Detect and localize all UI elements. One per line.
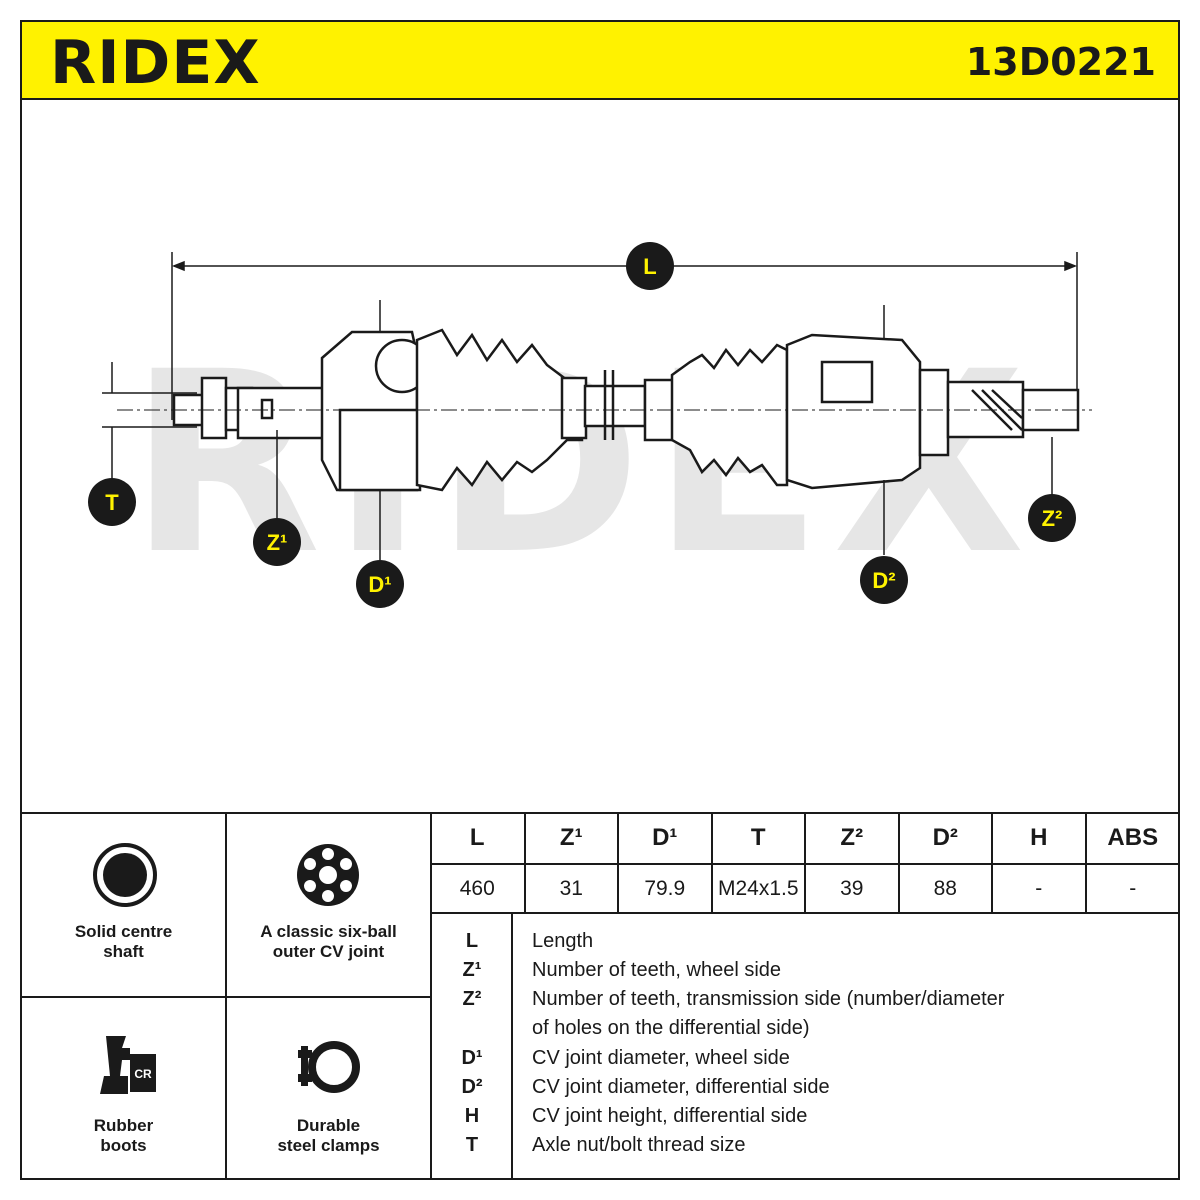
- driveshaft-diagram: RIDEX: [88, 242, 1092, 609]
- length-dimension: [171, 252, 1078, 420]
- legend-key: L: [465, 930, 479, 952]
- legend-text: CV joint diameter, wheel side: [532, 1047, 790, 1069]
- legend-text: of holes on the differential side): [532, 1017, 810, 1039]
- svg-text:D²: D²: [872, 568, 895, 593]
- table-bottom-divider: [431, 912, 1180, 914]
- spec-value-cell: -: [991, 864, 1086, 913]
- callout-D1: D¹: [356, 560, 404, 608]
- spec-value-cell: 88: [897, 864, 992, 913]
- spec-value-cell: 460: [459, 877, 495, 900]
- spec-header-cell: D¹: [617, 813, 712, 865]
- spec-header-cell: D²: [897, 813, 992, 865]
- spec-value-cell: M24x1.5: [710, 864, 805, 913]
- solid-shaft-icon: [93, 843, 157, 907]
- legend-key: Z¹: [462, 959, 482, 981]
- callout-T: T: [88, 478, 136, 526]
- legend-key: Z²: [462, 988, 482, 1010]
- spec-header-cell: ABS: [1084, 813, 1179, 865]
- svg-text:CR: CR: [134, 1067, 152, 1081]
- svg-text:Z¹: Z¹: [267, 530, 288, 555]
- spec-header-cell: L: [431, 813, 525, 865]
- legend-key: H: [464, 1105, 480, 1127]
- spec-header-cell: T: [710, 813, 805, 865]
- spec-value-cell: 39: [804, 864, 899, 913]
- callout-L: L: [626, 242, 674, 290]
- spec-value-cell: 79.9: [617, 864, 712, 913]
- header-bar: RIDEX 13D0221: [20, 20, 1180, 100]
- callout-Z2: Z²: [1028, 494, 1076, 542]
- svg-text:D¹: D¹: [368, 572, 391, 597]
- brand-logo: RIDEX: [50, 28, 261, 98]
- spec-value-cell: -: [1084, 864, 1179, 913]
- legend-text: CV joint height, differential side: [532, 1105, 808, 1127]
- svg-text:Z²: Z²: [1042, 506, 1063, 531]
- thread-dimension: [102, 362, 197, 480]
- legend-text: CV joint diameter, differential side: [532, 1076, 830, 1098]
- legend-divider: [511, 912, 513, 1180]
- spec-table-values: 460 31 79.9 M24x1.5 39 88 - -: [431, 864, 1179, 913]
- features-divider-2: [430, 812, 432, 1180]
- part-number: 13D0221: [965, 40, 1156, 84]
- legend-key: D²: [461, 1076, 483, 1098]
- legend-text: Number of teeth, transmission side (numb…: [532, 988, 1005, 1010]
- legend-key: D¹: [461, 1047, 483, 1069]
- legend-text: Axle nut/bolt thread size: [532, 1134, 746, 1156]
- rubber-boot-icon: CR: [100, 1036, 156, 1094]
- spec-value-cell: 31: [523, 864, 618, 913]
- spec-header-cell: Z²: [804, 813, 899, 865]
- svg-text:T: T: [105, 490, 119, 515]
- spec-header-cell: Z¹: [523, 813, 618, 865]
- callout-D2: D²: [860, 556, 908, 604]
- legend-text: Length: [532, 930, 594, 952]
- spec-table-header: L Z¹ D¹ T Z² D² H ABS: [431, 813, 1179, 865]
- spec-header-cell: H: [991, 813, 1086, 865]
- svg-text:L: L: [643, 254, 656, 279]
- callout-Z1: Z¹: [253, 518, 301, 566]
- six-ball-joint-icon: [297, 844, 359, 906]
- legend-text: Number of teeth, wheel side: [532, 959, 782, 981]
- legend-key: T: [465, 1134, 479, 1156]
- spec-table: L Z¹ D¹ T Z² D² H ABS 460 31 79.9 M24x1.…: [431, 813, 1179, 913]
- features-row-divider: [20, 996, 431, 998]
- steel-clamp-icon: [298, 1041, 360, 1093]
